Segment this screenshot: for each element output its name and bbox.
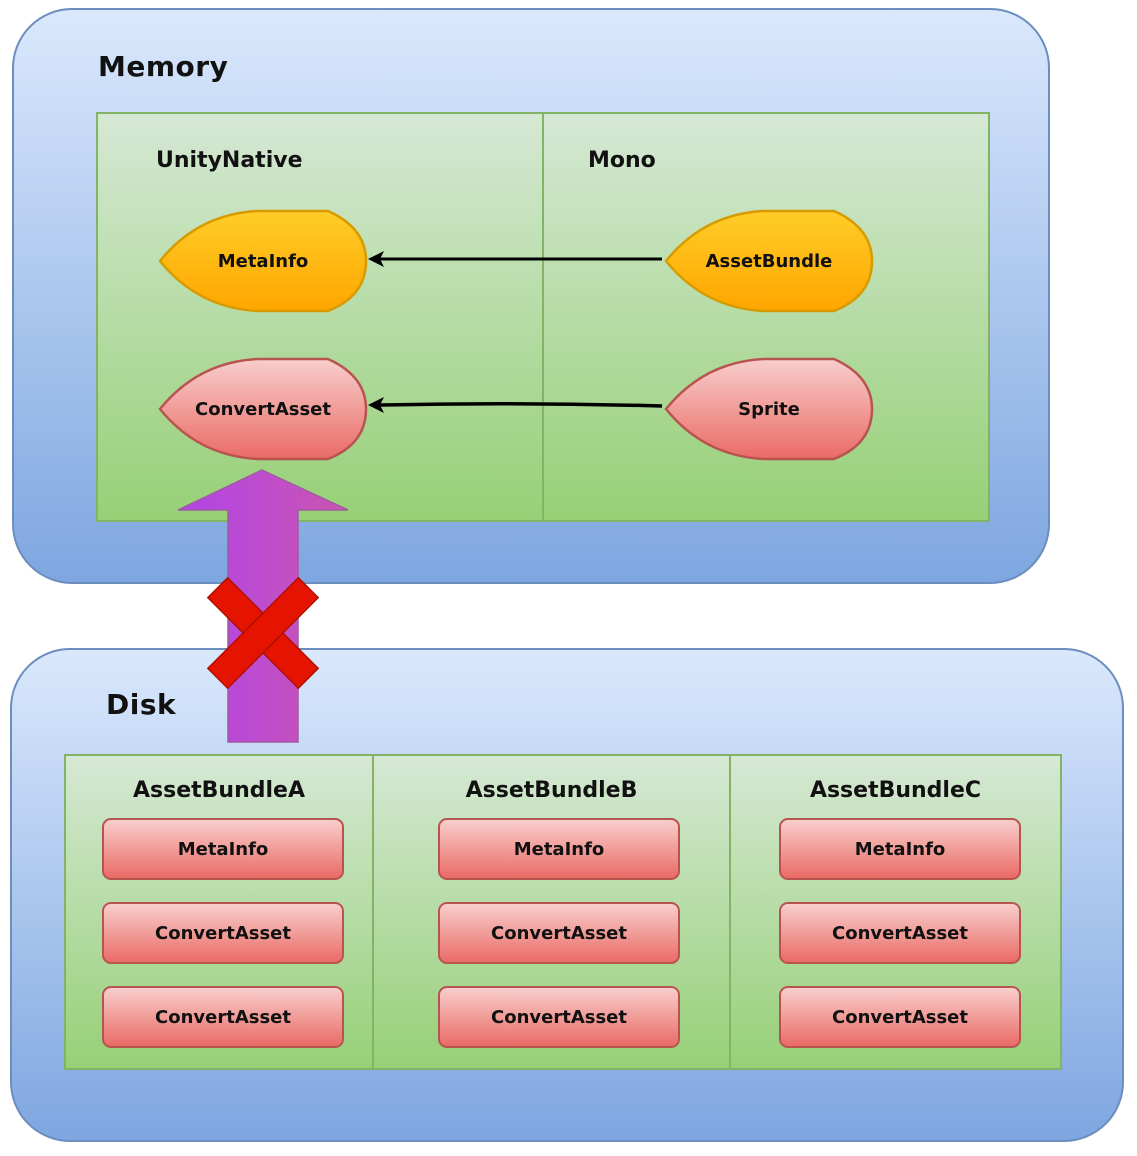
bundle-column-a: AssetBundleA MetaInfo ConvertAsset Conve… [66, 756, 374, 1068]
bundle-item[interactable]: ConvertAsset [779, 902, 1021, 964]
unitynative-column: UnityNative MetaInfo ConvertAsset [98, 114, 544, 520]
bundle-title: AssetBundleC [809, 778, 982, 803]
bundle-item[interactable]: ConvertAsset [438, 902, 680, 964]
disk-region: AssetBundleA MetaInfo ConvertAsset Conve… [64, 754, 1062, 1070]
bundle-title: AssetBundleA [133, 778, 305, 803]
assetbundle-node[interactable]: AssetBundle [664, 208, 874, 314]
bundle-item[interactable]: ConvertAsset [438, 986, 680, 1048]
leaf-shape [158, 209, 368, 313]
memory-panel: Memory UnityNative MetaInfo ConvertAsset… [12, 8, 1050, 584]
convertasset-node[interactable]: ConvertAsset [158, 356, 368, 462]
bundle-column-b: AssetBundleB MetaInfo ConvertAsset Conve… [374, 756, 731, 1068]
disk-title: Disk [106, 688, 177, 721]
metainfo-node[interactable]: MetaInfo [158, 208, 368, 314]
node-label: MetaInfo [217, 250, 309, 272]
bundle-item[interactable]: ConvertAsset [102, 986, 344, 1048]
node-label: AssetBundle [705, 250, 833, 272]
bundle-item[interactable]: MetaInfo [102, 818, 344, 880]
column-title: Mono [588, 148, 656, 173]
node-label: ConvertAsset [195, 398, 331, 420]
bundle-item[interactable]: ConvertAsset [779, 986, 1021, 1048]
load-arrow[interactable] [176, 468, 352, 748]
cross-icon [206, 576, 320, 690]
bundle-item[interactable]: ConvertAsset [102, 902, 344, 964]
sprite-node[interactable]: Sprite [664, 356, 874, 462]
bundle-item[interactable]: MetaInfo [779, 818, 1021, 880]
mono-column: Mono AssetBundle Sprite [544, 114, 988, 520]
bundle-column-c: AssetBundleC MetaInfo ConvertAsset Conve… [731, 756, 1060, 1068]
column-title: UnityNative [156, 148, 303, 173]
bundle-title: AssetBundleB [465, 778, 638, 803]
leaf-shape [664, 209, 874, 313]
node-label: Sprite [738, 398, 800, 420]
memory-title: Memory [98, 50, 229, 83]
disk-panel: Disk AssetBundleA MetaInfo ConvertAsset … [10, 648, 1124, 1142]
leaf-shape [158, 357, 368, 461]
leaf-shape [664, 357, 874, 461]
memory-region: UnityNative MetaInfo ConvertAsset Mono A… [96, 112, 990, 522]
bundle-item[interactable]: MetaInfo [438, 818, 680, 880]
